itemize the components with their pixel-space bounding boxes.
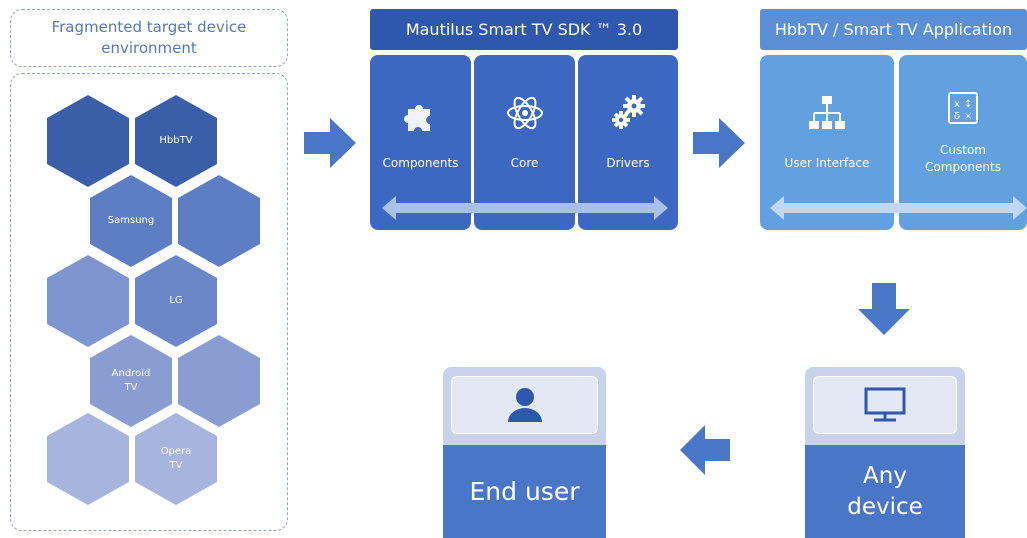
atom-icon bbox=[506, 96, 543, 130]
environment-title-box: Fragmented target device environment bbox=[10, 9, 288, 67]
puzzle-icon bbox=[403, 105, 430, 131]
hexagon-8 bbox=[178, 335, 260, 427]
app-panel-user-interface-label: User Interface bbox=[784, 156, 870, 170]
app-title-bar: HbbTV / Smart TV Application bbox=[760, 9, 1027, 50]
monitor-icon bbox=[864, 387, 906, 422]
svg-text:↕: ↕ bbox=[964, 99, 972, 110]
arrow-down bbox=[858, 283, 910, 335]
sdk-panel-components-label: Components bbox=[382, 156, 459, 170]
sdk-title: Mautilus Smart TV SDK ™ 3.0 bbox=[405, 20, 643, 39]
app-panel-user-interface: User Interface bbox=[760, 55, 894, 230]
sdk-title-bar: Mautilus Smart TV SDK ™ 3.0 bbox=[370, 9, 678, 50]
arrow-right-2 bbox=[693, 118, 745, 168]
app-panel-custom-components: x ↕ δ × Custom Components bbox=[899, 55, 1027, 230]
environment-box bbox=[10, 73, 288, 531]
app-panel-custom-components-label: Custom Components bbox=[925, 143, 1001, 174]
gears-icon bbox=[612, 95, 645, 129]
environment-title: Fragmented target device environment bbox=[51, 18, 247, 57]
person-icon bbox=[507, 388, 542, 422]
arrow-left bbox=[680, 425, 730, 475]
svg-text:x: x bbox=[954, 99, 960, 110]
hexagon-lg: LG bbox=[135, 255, 217, 347]
sdk-double-arrow bbox=[382, 196, 668, 220]
hexagon-5 bbox=[47, 255, 129, 347]
sdk-panel-core: Core bbox=[474, 55, 575, 230]
user-card-bottom: End user bbox=[443, 445, 606, 538]
device-card-bottom: Any device bbox=[805, 445, 965, 538]
formula-icon: x ↕ δ × bbox=[948, 92, 978, 124]
hexagon-opera-tv: Opera TV bbox=[135, 413, 217, 505]
sdk-panel-core-label: Core bbox=[510, 156, 539, 170]
device-label: Any device bbox=[847, 462, 923, 520]
device-card-inner bbox=[813, 376, 957, 434]
user-card-inner bbox=[451, 376, 598, 434]
app-double-arrow bbox=[770, 196, 1027, 220]
hierarchy-icon bbox=[809, 96, 845, 129]
svg-text:×: × bbox=[964, 111, 972, 122]
sdk-panel-components: Components bbox=[370, 55, 471, 230]
sdk-panel-drivers: Drivers bbox=[578, 55, 678, 230]
user-label: End user bbox=[469, 477, 580, 506]
hexagon-android-tv: Android TV bbox=[90, 335, 172, 427]
app-title: HbbTV / Smart TV Application bbox=[774, 20, 1013, 39]
sdk-panel-drivers-label: Drivers bbox=[606, 156, 650, 170]
svg-text:δ: δ bbox=[954, 111, 960, 122]
hexagon-9 bbox=[47, 413, 129, 505]
arrow-right-1 bbox=[304, 118, 356, 168]
